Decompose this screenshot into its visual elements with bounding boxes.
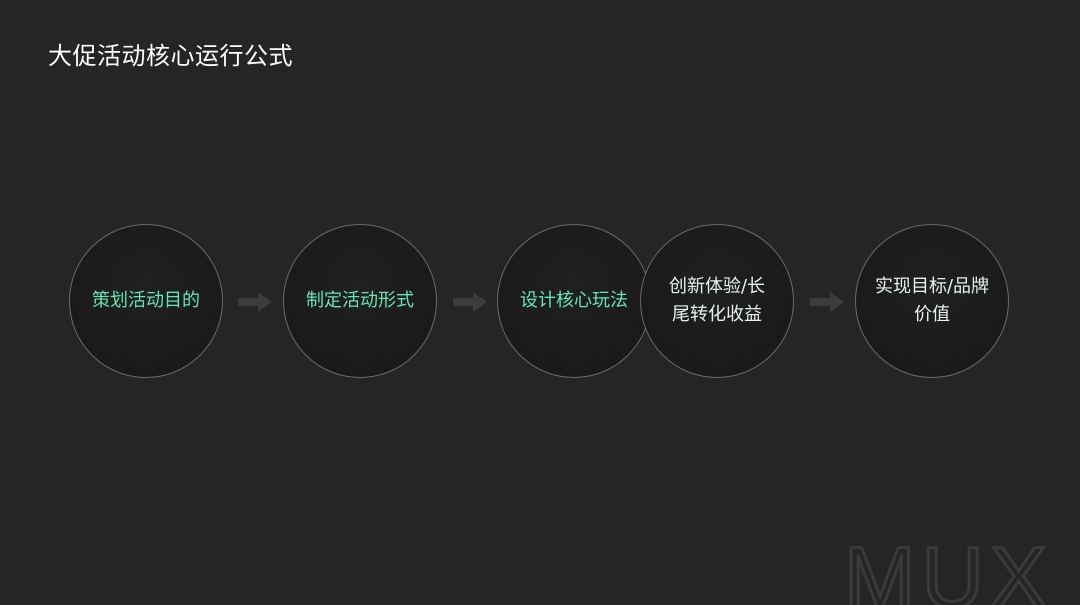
arrow-right-icon [453,292,487,312]
arrow-right-icon [238,292,272,312]
arrow-right-icon [810,292,844,312]
step-circle-1: 策划活动目的 [69,224,223,378]
step-label-4: 创新体验/长 尾转化收益 [668,276,766,325]
step-circle-4: 创新体验/长 尾转化收益 [640,224,794,378]
slide-title: 大促活动核心运行公式 [48,42,293,70]
step-circle-2: 制定活动形式 [283,224,437,378]
mux-watermark-logo: MUX [843,535,1053,605]
step-circle-3: 设计核心玩法 [497,224,651,378]
step-label-5: 实现目标/品牌 价值 [874,276,990,325]
step-circle-5: 实现目标/品牌 价值 [855,224,1009,378]
step-label-2: 制定活动形式 [306,290,414,311]
step-label-3: 设计核心玩法 [520,290,628,311]
svg-text:MUX: MUX [844,535,1053,605]
step-label-1: 策划活动目的 [92,290,200,311]
